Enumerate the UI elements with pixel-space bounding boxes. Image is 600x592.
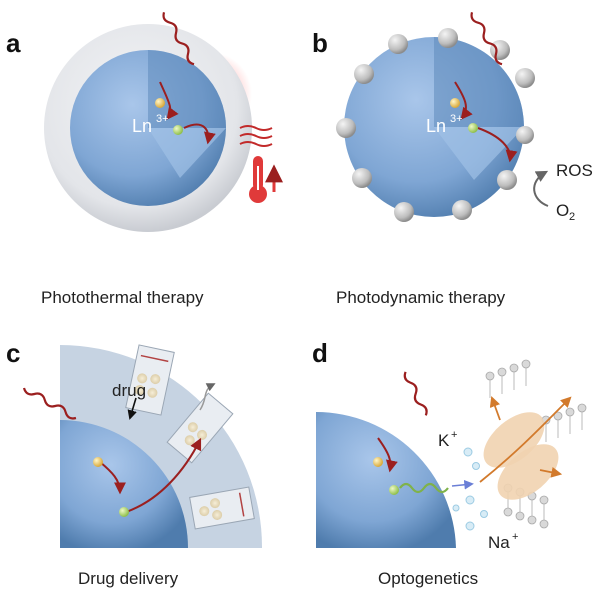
sensitizer-ion-d bbox=[373, 457, 383, 467]
caption-photothermal: Photothermal therapy bbox=[41, 288, 204, 307]
wavy-photon-icon bbox=[162, 12, 195, 66]
excitation-arrow bbox=[159, 81, 179, 120]
caption-optogenetics: Optogenetics bbox=[378, 569, 478, 588]
ion-label-b: Ln bbox=[426, 116, 446, 136]
thermometer-icon bbox=[249, 156, 267, 203]
panel-d-letter: d bbox=[312, 338, 328, 368]
sensitizer-ion-b bbox=[450, 98, 460, 108]
panel-a-letter: a bbox=[6, 28, 21, 58]
sensitizer-ion bbox=[155, 98, 165, 108]
surface-beads bbox=[336, 28, 535, 222]
potassium-label: K bbox=[438, 431, 450, 450]
ion-charge-a: 3+ bbox=[156, 113, 169, 125]
caption-photodynamic: Photodynamic therapy bbox=[336, 288, 506, 307]
wavy-photon-icon-d bbox=[403, 371, 428, 416]
wavy-photon-icon-c bbox=[22, 387, 77, 420]
drug-pointer-arrow bbox=[127, 397, 137, 420]
oxygen-label: O bbox=[556, 201, 569, 220]
potassium-charge: + bbox=[451, 429, 457, 441]
curved-arrow-icon bbox=[533, 170, 549, 207]
sodium-charge: + bbox=[512, 531, 518, 543]
excitation-arrow-d bbox=[377, 437, 398, 473]
core-cutaway-b bbox=[434, 37, 524, 127]
ros-label: ROS bbox=[556, 161, 593, 180]
ion-label-a: Ln bbox=[132, 116, 152, 136]
pore-channels bbox=[125, 344, 255, 530]
excitation-arrow-b bbox=[454, 81, 473, 120]
ion-channel-icon bbox=[479, 359, 587, 529]
panel-c-letter: c bbox=[6, 338, 20, 368]
emission-arrow-d bbox=[451, 479, 474, 490]
excitation-arrow-c bbox=[99, 461, 126, 495]
activator-ion-c bbox=[119, 507, 129, 517]
activator-ion-d bbox=[389, 485, 399, 495]
panel-d: d bbox=[312, 338, 587, 588]
ion-charge-b: 3+ bbox=[450, 113, 463, 125]
panel-a: a Ln 3+ Photothermal therapy bbox=[6, 12, 283, 307]
sodium-label: Na bbox=[488, 533, 510, 552]
caption-drug-delivery: Drug delivery bbox=[78, 569, 179, 588]
heat-wave-icon bbox=[239, 125, 273, 147]
oxygen-subscript: 2 bbox=[569, 211, 575, 223]
activator-ion-b bbox=[468, 123, 478, 133]
panel-b-letter: b bbox=[312, 28, 328, 58]
panel-c: c bbox=[6, 338, 263, 588]
wavy-photon-icon-b bbox=[470, 12, 503, 66]
drug-release-arrow bbox=[199, 383, 216, 411]
sensitizer-ion-c bbox=[93, 457, 103, 467]
drug-label: drug bbox=[112, 381, 146, 400]
release-arrow-c bbox=[125, 437, 202, 513]
emission-wave bbox=[399, 482, 449, 494]
energy-transfer-arrow-b bbox=[477, 127, 518, 163]
ion-bubbles bbox=[452, 447, 488, 531]
panel-b: b Ln 3+ ROS O 2 Photodynamic therapy bbox=[312, 12, 593, 307]
nanoparticle-core-d bbox=[316, 412, 456, 548]
relaxation-arrow bbox=[183, 123, 216, 145]
activator-ion bbox=[173, 125, 183, 135]
